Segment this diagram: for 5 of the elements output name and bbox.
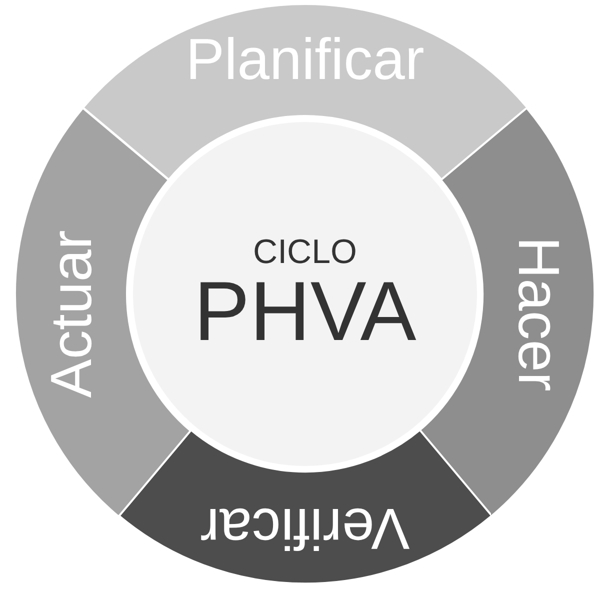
segment-label: Hacer (509, 237, 568, 392)
segment-label: Verificar (200, 498, 410, 557)
center-title: PHVA (194, 269, 416, 353)
center-subtitle: CICLO (253, 235, 357, 269)
segment-label: Actuar (42, 230, 101, 398)
